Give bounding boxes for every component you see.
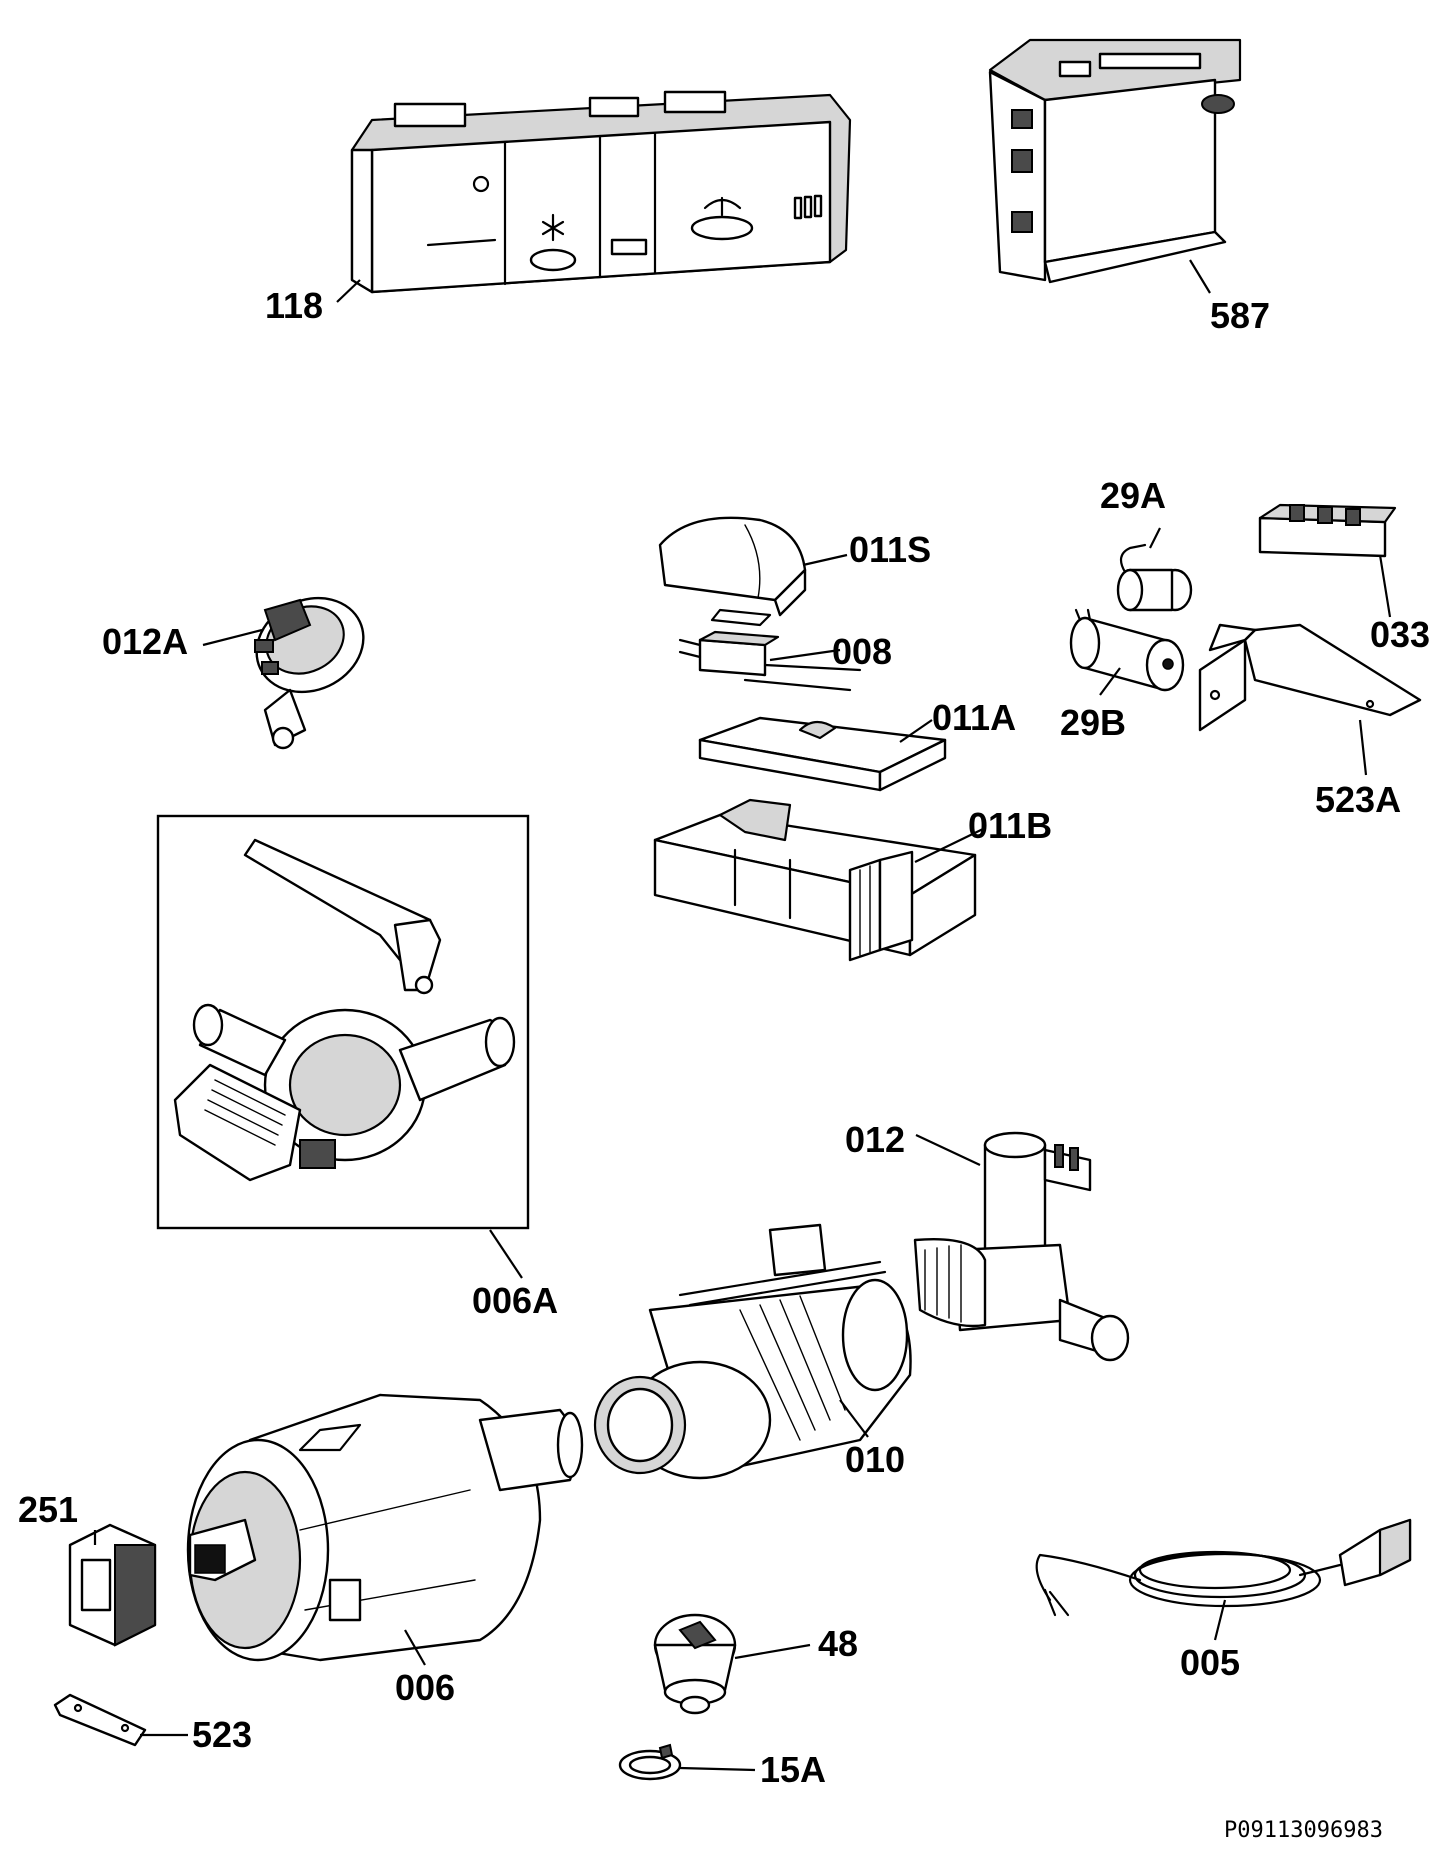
label-012A: 012A <box>102 621 189 662</box>
part-29A-capacitor <box>1116 543 1193 612</box>
part-012A-pressure-switch <box>254 596 365 750</box>
part-012-inlet-valve <box>913 1131 1130 1362</box>
part-251-gasket <box>68 1523 157 1647</box>
label-008: 008 <box>832 631 893 672</box>
label-523: 523 <box>192 1714 253 1755</box>
label-011S: 011S <box>849 529 932 570</box>
label-033: 033 <box>1370 614 1431 655</box>
label-012: 012 <box>845 1119 906 1160</box>
label-011B: 011B <box>968 805 1053 846</box>
part-011A-lid <box>698 716 947 792</box>
part-523A-bracket <box>1198 623 1422 732</box>
leader-lines <box>93 259 1392 1772</box>
label-48: 48 <box>818 1623 859 1664</box>
label-005: 005 <box>1180 1642 1241 1683</box>
label-29B: 29B <box>1060 702 1127 743</box>
label-006: 006 <box>395 1667 456 1708</box>
part-006A-drain-pump <box>173 838 516 1182</box>
part-010-heater <box>593 1223 912 1480</box>
label-006A: 006A <box>472 1280 559 1321</box>
part-011S-cover <box>658 516 807 627</box>
part-587-module <box>988 38 1242 284</box>
part-033-terminal <box>1258 503 1397 558</box>
label-523A: 523A <box>1315 779 1402 820</box>
part-011B-box <box>653 798 977 962</box>
label-118: 118 <box>265 285 324 326</box>
label-010: 010 <box>845 1439 906 1480</box>
part-005-power-cord <box>1035 1518 1412 1617</box>
label-251: 251 <box>18 1489 79 1530</box>
part-008-microswitch <box>678 630 862 692</box>
part-15A-ring <box>618 1743 682 1781</box>
part-523-bracket <box>53 1693 147 1747</box>
part-118-dispenser <box>350 90 852 294</box>
part-48-valve <box>653 1613 737 1715</box>
part-006A-frame <box>156 814 530 1230</box>
label-29A: 29A <box>1100 475 1167 516</box>
part-29B-capacitor <box>1069 608 1185 692</box>
label-15A: 15A <box>760 1749 827 1790</box>
part-006-circulation-pump <box>186 1393 584 1662</box>
document-id: P09113096983 <box>1224 1818 1383 1843</box>
label-587: 587 <box>1210 295 1271 336</box>
label-011A: 011A <box>932 697 1017 738</box>
